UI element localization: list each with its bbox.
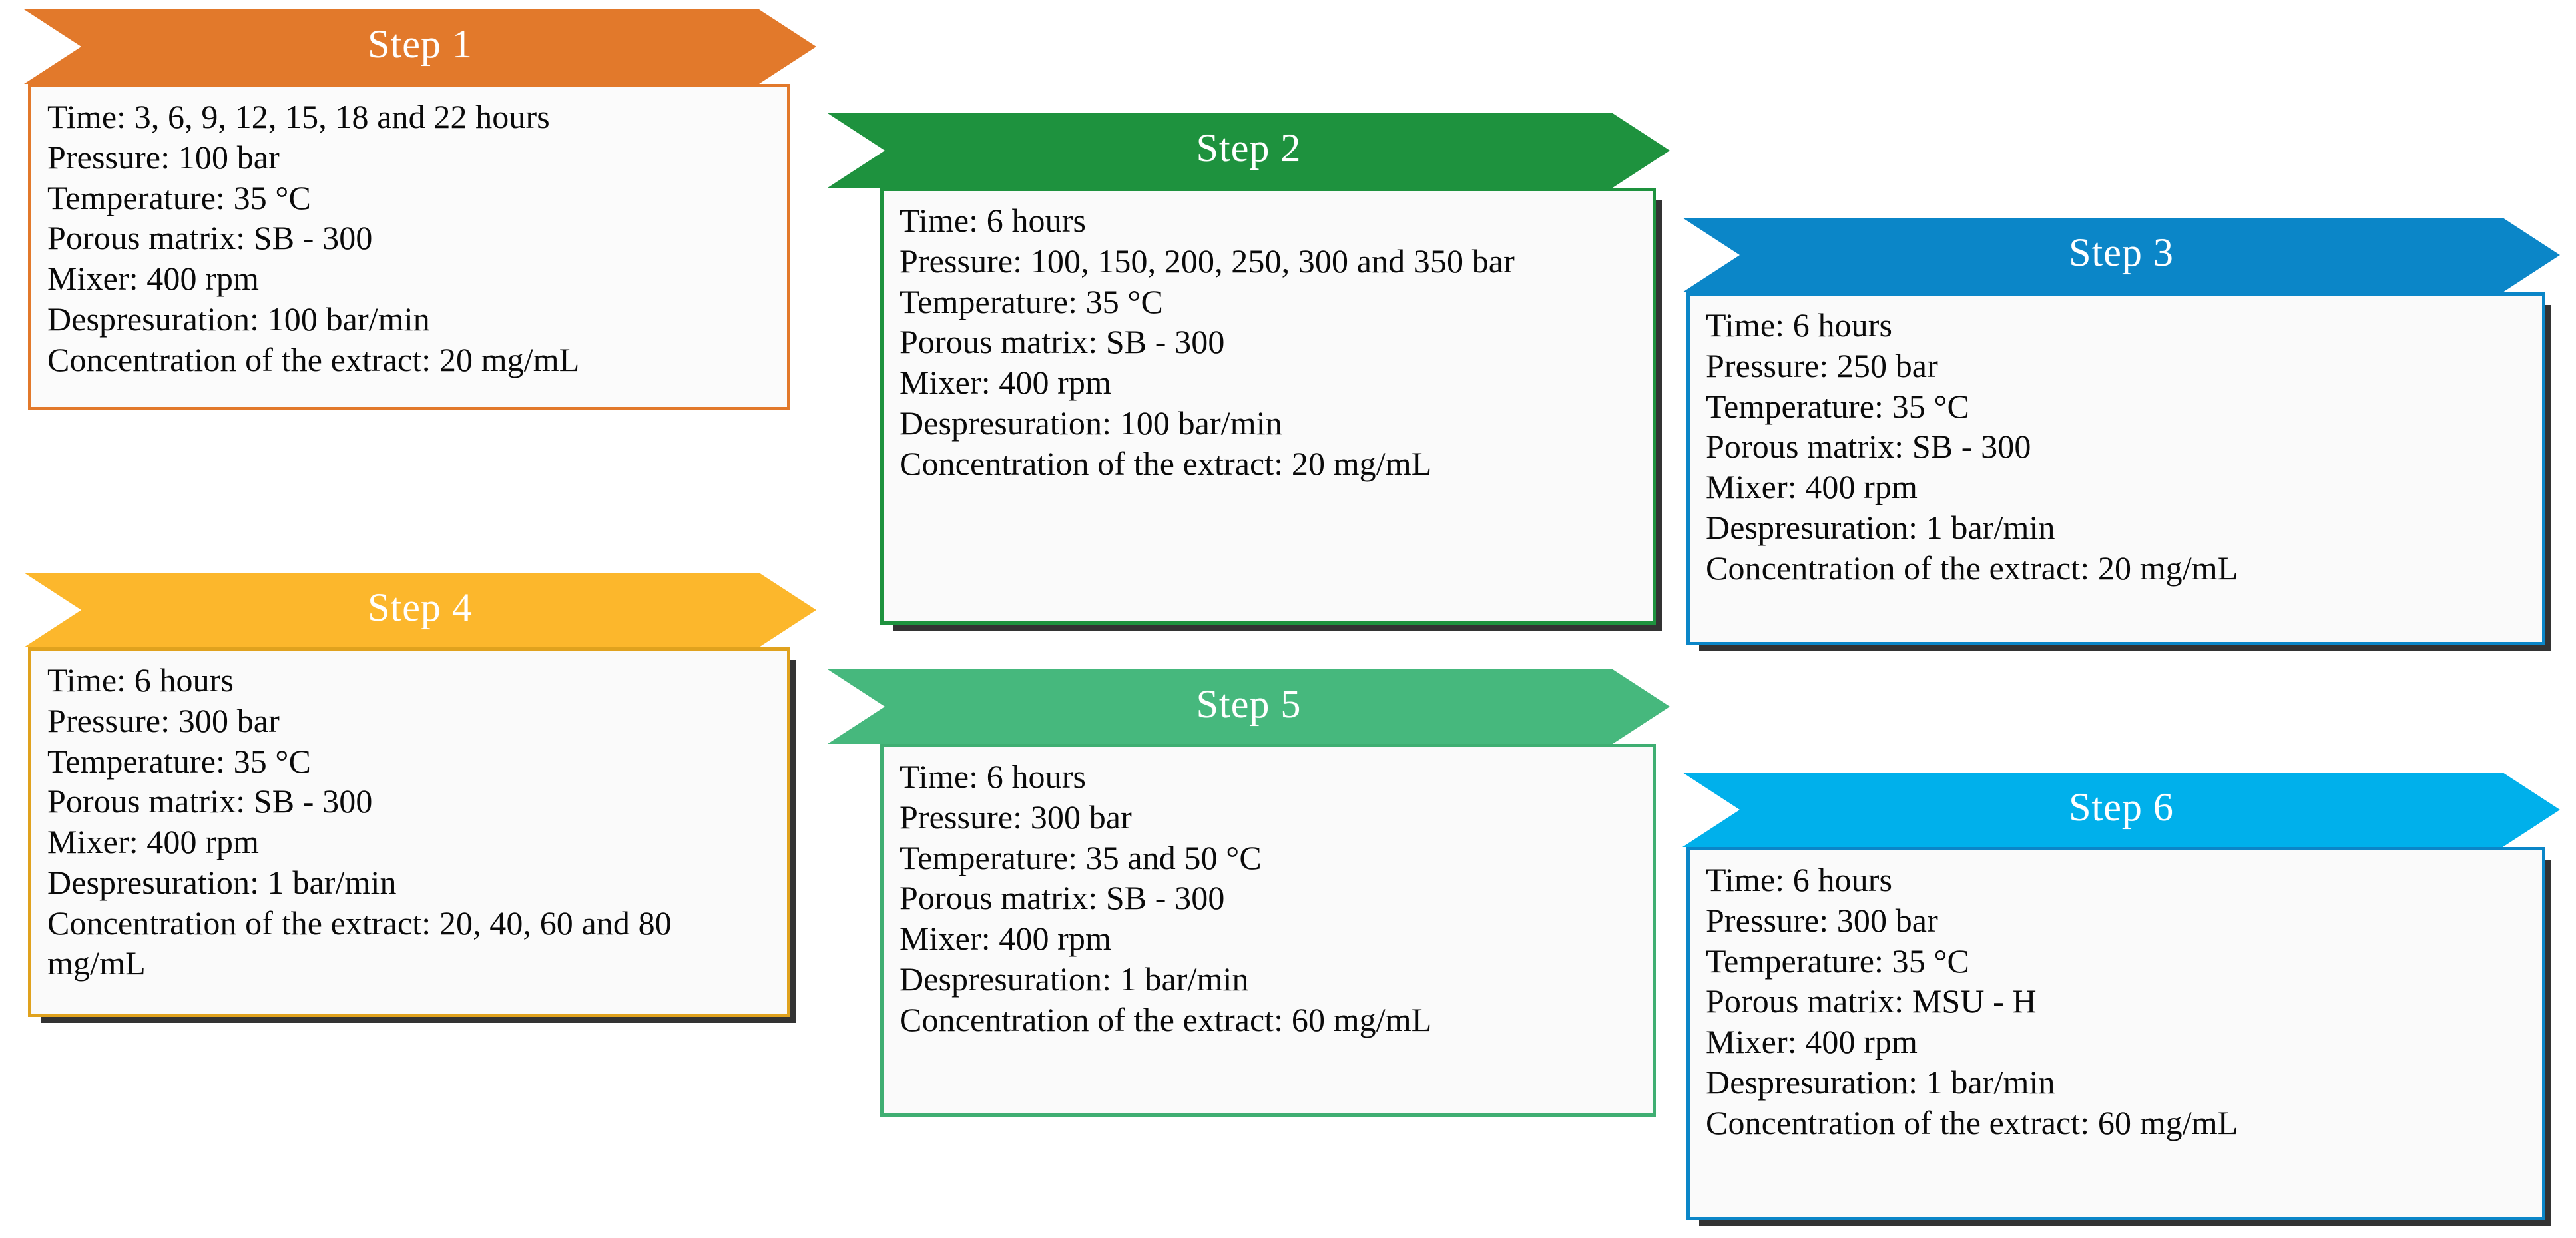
param-time: Time: 6 hours xyxy=(900,758,1087,795)
step-card-3: Time: 6 hours Pressure: 250 bar Temperat… xyxy=(1686,292,2551,651)
param-temperature: Temperature: 35 °C xyxy=(900,282,1163,320)
step-banner-1[interactable]: Step 1 xyxy=(24,9,816,84)
param-porous-matrix: Porous matrix: MSU - H xyxy=(1706,982,2037,1020)
param-despresuration: Despresuration: 1 bar/min xyxy=(47,863,397,901)
step-title-4: Step 4 xyxy=(368,585,473,629)
param-pressure: Pressure: 300 bar xyxy=(1706,901,1938,939)
param-mixer: Mixer: 400 rpm xyxy=(900,920,1112,957)
param-time: Time: 6 hours xyxy=(47,661,234,699)
param-despresuration: Despresuration: 1 bar/min xyxy=(900,960,1249,998)
param-porous-matrix: Porous matrix: SB - 300 xyxy=(900,879,1225,917)
step-card-1: Time: 3, 6, 9, 12, 15, 18 and 22 hours P… xyxy=(28,84,790,410)
param-mixer: Mixer: 400 rpm xyxy=(1706,1023,1918,1060)
param-concentration: Concentration of the extract: 20 mg/mL xyxy=(47,340,580,378)
param-mixer: Mixer: 400 rpm xyxy=(1706,468,1918,505)
param-concentration: Concentration of the extract: 60 mg/mL xyxy=(900,1000,1432,1038)
param-despresuration: Despresuration: 1 bar/min xyxy=(1706,508,2055,546)
step-parameter-list-4: Time: 6 hours Pressure: 300 bar Temperat… xyxy=(47,660,776,984)
param-temperature: Temperature: 35 °C xyxy=(1706,942,1969,980)
param-despresuration: Despresuration: 1 bar/min xyxy=(1706,1063,2055,1101)
step-title-1: Step 1 xyxy=(368,21,473,66)
step-card-5: Time: 6 hours Pressure: 300 bar Temperat… xyxy=(880,744,1656,1117)
param-temperature: Temperature: 35 and 50 °C xyxy=(900,838,1262,876)
step-title-5: Step 5 xyxy=(1196,681,1302,726)
step-banner-6[interactable]: Step 6 xyxy=(1682,773,2560,847)
step-card-4: Time: 6 hours Pressure: 300 bar Temperat… xyxy=(28,647,796,1023)
param-porous-matrix: Porous matrix: SB - 300 xyxy=(47,219,373,257)
step-parameter-list-5: Time: 6 hours Pressure: 300 bar Temperat… xyxy=(900,757,1642,1040)
param-pressure: Pressure: 100 bar xyxy=(47,138,280,176)
param-porous-matrix: Porous matrix: SB - 300 xyxy=(47,782,373,820)
step-banner-2[interactable]: Step 2 xyxy=(828,113,1670,188)
param-pressure: Pressure: 250 bar xyxy=(1706,346,1938,384)
step-title-2: Step 2 xyxy=(1196,125,1302,170)
param-concentration: Concentration of the extract: 20 mg/mL xyxy=(900,444,1432,482)
param-mixer: Mixer: 400 rpm xyxy=(47,823,260,860)
step-card-2: Time: 6 hours Pressure: 100, 150, 200, 2… xyxy=(880,188,1662,631)
param-time: Time: 6 hours xyxy=(1706,861,1893,898)
param-mixer: Mixer: 400 rpm xyxy=(47,260,260,297)
param-mixer: Mixer: 400 rpm xyxy=(900,364,1112,401)
param-concentration: Concentration of the extract: 20, 40, 60… xyxy=(47,904,688,982)
step-banner-3[interactable]: Step 3 xyxy=(1682,218,2560,292)
param-pressure: Pressure: 300 bar xyxy=(900,798,1132,836)
param-time: Time: 6 hours xyxy=(1706,306,1893,344)
param-concentration: Concentration of the extract: 20 mg/mL xyxy=(1706,549,2238,587)
step-parameter-list-2: Time: 6 hours Pressure: 100, 150, 200, 2… xyxy=(900,200,1642,483)
param-porous-matrix: Porous matrix: SB - 300 xyxy=(900,323,1225,361)
param-pressure: Pressure: 300 bar xyxy=(47,701,280,739)
param-despresuration: Despresuration: 100 bar/min xyxy=(47,300,430,338)
step-parameter-list-3: Time: 6 hours Pressure: 250 bar Temperat… xyxy=(1706,305,2531,588)
step-card-6: Time: 6 hours Pressure: 300 bar Temperat… xyxy=(1686,847,2551,1226)
param-temperature: Temperature: 35 °C xyxy=(47,178,311,216)
step-banner-4[interactable]: Step 4 xyxy=(24,573,816,647)
step-parameter-list-1: Time: 3, 6, 9, 12, 15, 18 and 22 hours P… xyxy=(47,97,776,380)
step-title-6: Step 6 xyxy=(2069,784,2174,829)
param-temperature: Temperature: 35 °C xyxy=(47,742,311,780)
param-time: Time: 6 hours xyxy=(900,202,1087,239)
param-temperature: Temperature: 35 °C xyxy=(1706,387,1969,425)
step-banner-5[interactable]: Step 5 xyxy=(828,669,1670,744)
step-parameter-list-6: Time: 6 hours Pressure: 300 bar Temperat… xyxy=(1706,860,2531,1143)
param-concentration: Concentration of the extract: 60 mg/mL xyxy=(1706,1103,2238,1141)
param-despresuration: Despresuration: 100 bar/min xyxy=(900,404,1282,442)
step-title-3: Step 3 xyxy=(2069,230,2174,274)
param-porous-matrix: Porous matrix: SB - 300 xyxy=(1706,428,2031,465)
param-pressure: Pressure: 100, 150, 200, 250, 300 and 35… xyxy=(900,242,1515,280)
param-time: Time: 3, 6, 9, 12, 15, 18 and 22 hours xyxy=(47,98,550,135)
